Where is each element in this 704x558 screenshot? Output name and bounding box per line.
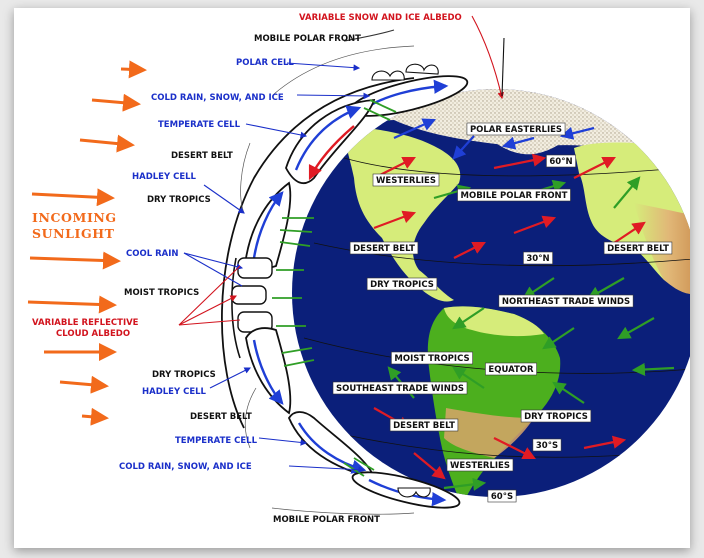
dry-tropics-south-globe-label: DRY TROPICS [524, 412, 588, 422]
westerlies-top-label: WESTERLIES [376, 176, 436, 186]
desert-belt-left-globe-label: DESERT BELT [353, 244, 415, 254]
southeast-trade-winds-label: SOUTHEAST TRADE WINDS [336, 384, 464, 394]
diagram-frame: VARIABLE SNOW AND ICE ALBEDO MOBILE POLA… [14, 8, 690, 548]
hadley-cell-bottom-label: HADLEY CELL [142, 387, 207, 397]
variable-cloud-label-2: CLOUD ALBEDO [56, 329, 130, 339]
hadley-cell-north [245, 181, 292, 269]
polar-easterlies-label: POLAR EASTERLIES [470, 125, 562, 135]
variable-cloud-label-1: VARIABLE REFLECTIVE [32, 318, 139, 328]
desert-belt-south-globe-label: DESERT BELT [393, 421, 455, 431]
dry-tropics-top-label: DRY TROPICS [147, 195, 211, 205]
mobile-polar-front-globe-label: MOBILE POLAR FRONT [461, 191, 568, 201]
hadley-cell-top-label: HADLEY CELL [132, 172, 197, 182]
temperate-cell-top-label: TEMPERATE CELL [158, 120, 241, 130]
moist-tropics-label: MOIST TROPICS [124, 288, 199, 298]
westerlies-bottom-label: WESTERLIES [450, 461, 510, 471]
leader-lines [178, 15, 505, 474]
south-desert [444, 408, 534, 458]
globe-labels: POLAR EASTERLIES 60°N WESTERLIES MOBILE … [332, 122, 673, 503]
lat-30s-label: 30°S [536, 441, 558, 451]
cold-rain-bottom-label: COLD RAIN, SNOW, AND ICE [119, 462, 252, 472]
dry-tropics-bottom-label: DRY TROPICS [152, 370, 216, 380]
lat-60n-label: 60°N [549, 157, 572, 167]
wind-arrows [373, 118, 675, 491]
temperate-cell-bottom-label: TEMPERATE CELL [175, 436, 258, 446]
incoming-label-line2: SUNLIGHT [32, 226, 115, 241]
mobile-polar-front-bottom-label: MOBILE POLAR FRONT [273, 515, 380, 525]
circulation-cells [221, 63, 469, 509]
left-labels: VARIABLE SNOW AND ICE ALBEDO MOBILE POLA… [32, 13, 462, 525]
cold-rain-top-label: COLD RAIN, SNOW, AND ICE [151, 93, 284, 103]
desert-belt-bottom-label: DESERT BELT [190, 412, 252, 422]
atmospheric-circulation-diagram: VARIABLE SNOW AND ICE ALBEDO MOBILE POLA… [27, 13, 690, 525]
northeast-trade-winds-label: NORTHEAST TRADE WINDS [502, 297, 630, 307]
incoming-label-line1: INCOMING [32, 210, 117, 225]
desert-belt-top-label: DESERT BELT [171, 151, 233, 161]
lat-60s-label: 60°S [491, 492, 513, 502]
globe [292, 89, 690, 497]
cool-rain-label: COOL RAIN [126, 249, 178, 259]
polar-cell-label: POLAR CELL [236, 58, 294, 68]
sunlight-arrows [27, 60, 147, 426]
dry-tropics-north-globe-label: DRY TROPICS [370, 280, 434, 290]
lat-30n-label: 30°N [526, 254, 549, 264]
temperate-cell-north [285, 99, 376, 185]
equator-label: EQUATOR [488, 365, 534, 375]
snow-ice-albedo-label: VARIABLE SNOW AND ICE ALBEDO [299, 13, 462, 23]
hadley-cell-south [245, 327, 292, 415]
mobile-polar-front-top-label: MOBILE POLAR FRONT [254, 34, 361, 44]
moist-tropics-globe-label: MOIST TROPICS [394, 354, 469, 364]
desert-belt-right-globe-label: DESERT BELT [607, 244, 669, 254]
